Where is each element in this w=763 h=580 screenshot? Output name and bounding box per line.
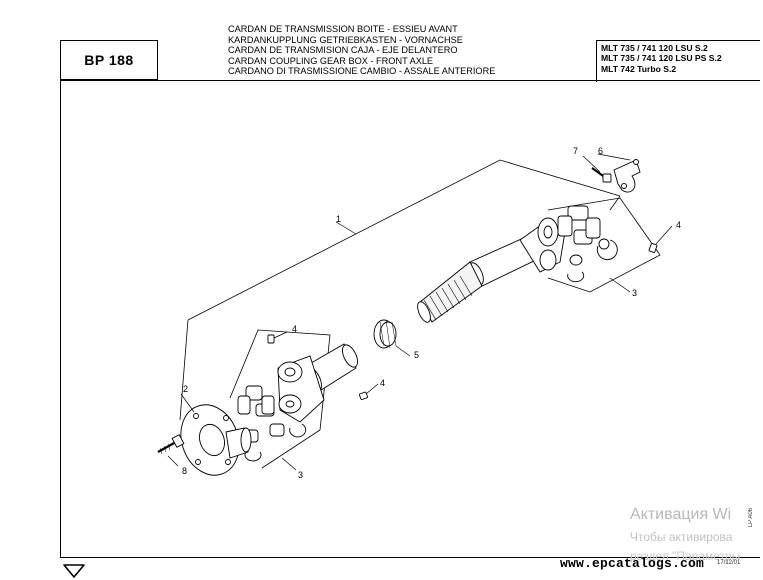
title-de: KARDANKUPPLUNG GETRIEBKASTEN - VORNACHSE bbox=[228, 34, 463, 45]
title-en: CARDAN COUPLING GEAR BOX - FRONT AXLE bbox=[228, 55, 434, 66]
strap-bolt bbox=[591, 167, 612, 183]
clamp-strap bbox=[613, 159, 641, 193]
callout-6: 6 bbox=[598, 146, 603, 156]
title-fr: CARDAN DE TRANSMISSION BOITE - ESSIEU AV… bbox=[228, 24, 458, 34]
title-block: CARDAN DE TRANSMISSION BOITE - ESSIEU AV… bbox=[228, 24, 495, 77]
issue-date: 17/12/01 bbox=[717, 560, 741, 566]
flange bbox=[180, 404, 252, 476]
assembly-bracket-1 bbox=[187, 159, 621, 321]
callout-4-upper: 4 bbox=[676, 220, 681, 230]
callout-1: 1 bbox=[336, 214, 341, 224]
drawing-frame bbox=[60, 80, 760, 558]
callout-8: 8 bbox=[182, 466, 187, 476]
callout-4-mid: 4 bbox=[292, 324, 297, 334]
collar-nut bbox=[373, 319, 397, 349]
lower-spider bbox=[237, 385, 285, 443]
page-code: BP 188 bbox=[84, 52, 134, 68]
title-it: CARDANO DI TRASMISSIONE CAMBIO - ASSALE … bbox=[228, 66, 496, 77]
cardan-shaft bbox=[417, 235, 541, 323]
model-line-1: MLT 735 / 741 120 LSU S.2 bbox=[601, 43, 708, 53]
callout-3-upper: 3 bbox=[632, 288, 637, 298]
page-code-box: BP 188 bbox=[60, 40, 158, 80]
upper-circlip bbox=[567, 239, 618, 283]
grease-nipples bbox=[267, 243, 658, 401]
flange-bolt bbox=[157, 434, 185, 455]
upper-yoke bbox=[519, 217, 566, 273]
side-page-code: LP A06 bbox=[748, 508, 754, 528]
kit-outline-lower bbox=[229, 329, 331, 469]
site-watermark: www.epcatalogs.com bbox=[560, 556, 705, 571]
upper-spider bbox=[557, 205, 610, 266]
lower-circlip bbox=[244, 423, 307, 462]
callout-3-lower: 3 bbox=[298, 470, 303, 480]
activation-watermark-sub: Чтобы активирова bbox=[630, 530, 733, 544]
models-box: MLT 735 / 741 120 LSU S.2 MLT 735 / 741 … bbox=[596, 40, 760, 82]
activation-watermark-title: Активация Wi bbox=[630, 506, 732, 523]
callout-2: 2 bbox=[183, 384, 188, 394]
activation-watermark-sub2: раздел "Параметры bbox=[630, 549, 741, 563]
leader-lines bbox=[167, 153, 673, 471]
model-line-2: MLT 735 / 741 120 LSU PS S.2 bbox=[601, 53, 722, 64]
model-line-3: MLT 742 Turbo S.2 bbox=[601, 63, 677, 74]
callout-7: 7 bbox=[573, 146, 578, 156]
callout-5: 5 bbox=[414, 350, 419, 360]
down-arrow-outline-icon[interactable] bbox=[62, 563, 86, 579]
lower-yoke bbox=[277, 355, 325, 423]
title-es: CARDAN DE TRANSMISION CAJA - EJE DELANTE… bbox=[228, 45, 458, 56]
callout-4-lower: 4 bbox=[380, 378, 385, 388]
kit-outline-upper bbox=[547, 197, 661, 293]
